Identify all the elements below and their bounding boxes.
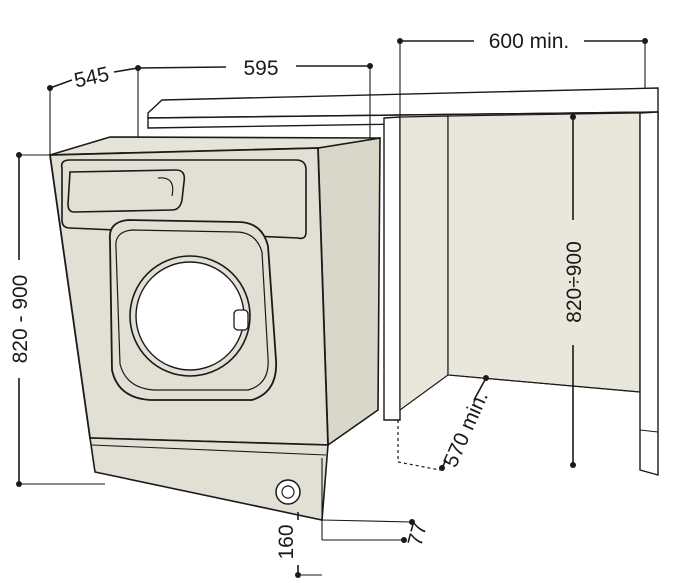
- label-niche-width: 600 min.: [489, 30, 570, 53]
- drawer-handle: [157, 177, 174, 197]
- door-handle: [233, 309, 249, 331]
- label-niche-height: 820÷900: [563, 241, 586, 323]
- right-cabinet-inner: [639, 429, 659, 433]
- washing-machine: [48, 136, 381, 521]
- drain-pump-inner: [281, 485, 295, 499]
- right-cabinet-panel: [639, 111, 659, 476]
- label-niche-depth: 570 min.: [439, 388, 493, 471]
- door-inner-frame: [115, 229, 269, 391]
- dim-570-line-a: [473, 377, 487, 401]
- niche-back-wall: [399, 115, 449, 412]
- left-cabinet-panel: [383, 116, 401, 421]
- kitchen-niche: [147, 87, 659, 476]
- dim-77-ext-b: [321, 519, 413, 523]
- label-machine-height: 820 - 900: [9, 275, 32, 364]
- detergent-drawer: [67, 169, 186, 213]
- worktop-top: [147, 87, 659, 119]
- label-hose-height: 160: [275, 524, 298, 559]
- label-machine-depth: 545: [72, 63, 111, 93]
- niche-floor-dashed: [397, 420, 441, 471]
- dimension-lines: [16, 38, 648, 578]
- dim-545-line-b: [113, 67, 139, 73]
- label-machine-width: 595: [243, 57, 278, 80]
- label-hose-offset: 77: [404, 520, 432, 549]
- door-porthole-glass: [135, 261, 245, 371]
- niche-floor-edge: [447, 374, 641, 393]
- dim-545-line: [49, 79, 73, 89]
- plinth-top-edge: [91, 444, 327, 456]
- niche-rear-wall: [447, 112, 641, 393]
- dim-595-line-a: [137, 66, 227, 69]
